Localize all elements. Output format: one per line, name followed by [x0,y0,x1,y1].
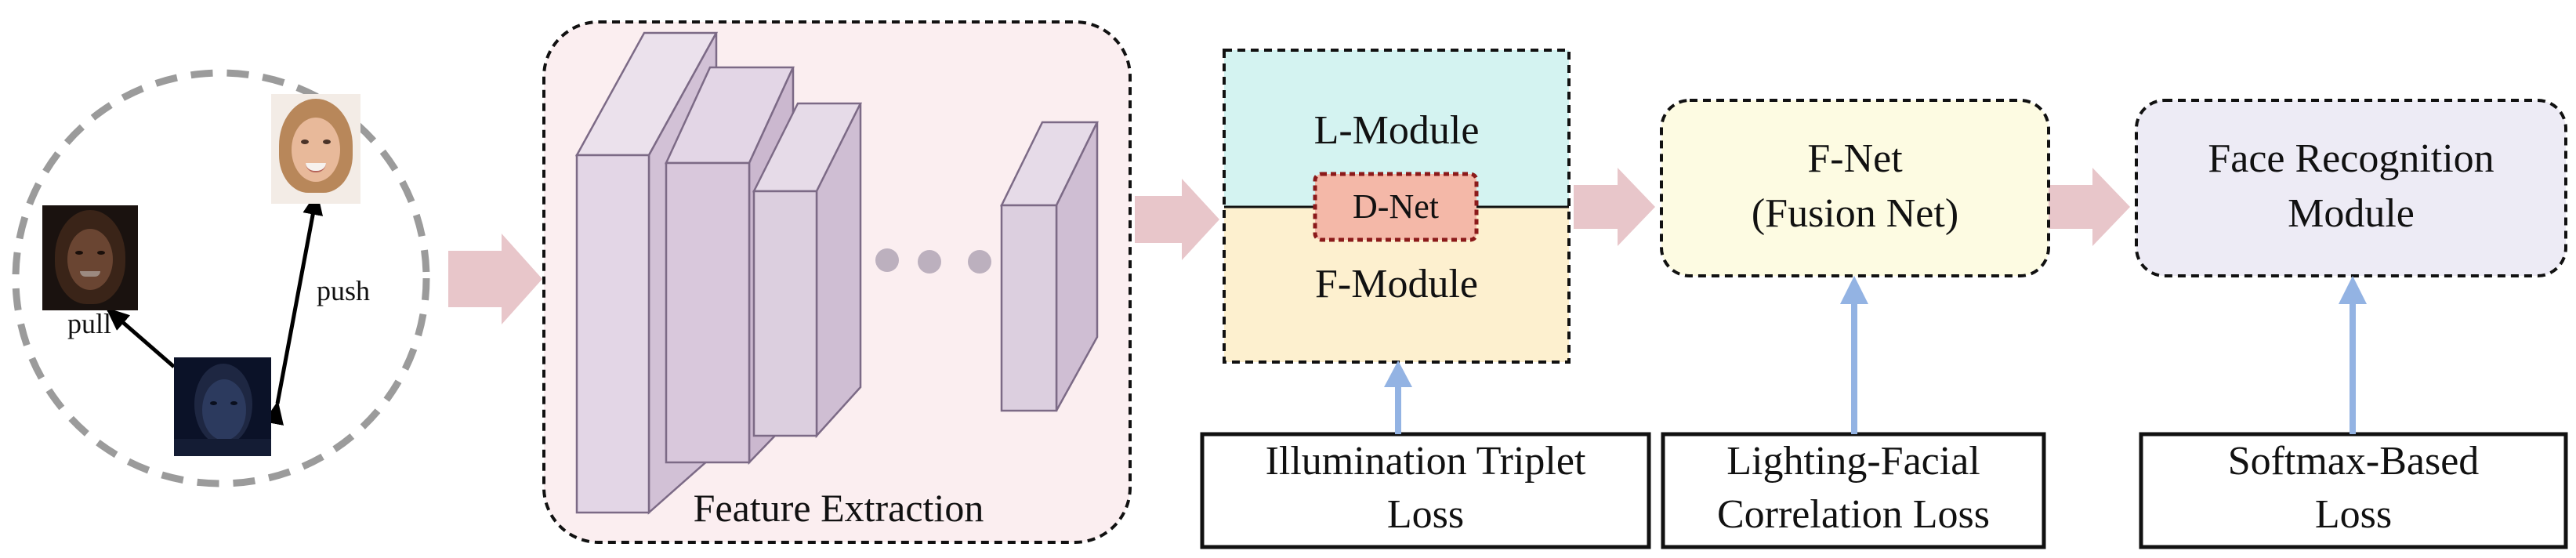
flow-arrow-3 [1574,168,1655,246]
softmax-loss-box [2139,432,2568,549]
fnet-box [1660,99,2050,277]
ellipsis-dot-3 [968,250,991,274]
face-recognition-title: Face Recognition [2208,136,2494,181]
pull-arrow [105,307,176,368]
push-label: push [316,275,370,306]
push-arrow [263,191,323,426]
loss-arrow-softmax [2339,276,2367,434]
cnn-layers [574,31,1100,515]
flow-arrows [448,168,2130,324]
fnet-subtitle: (Fusion Net) [1751,191,1959,236]
softmax-loss-line2: Loss [2314,492,2393,537]
flow-arrow-1 [448,234,542,324]
conv-layer-last [999,121,1100,412]
loss-arrow-lighting [1840,276,1868,434]
fnet-title: F-Net [1807,136,1903,181]
module-block [1223,49,1571,364]
face-image-anchor [174,357,271,456]
face-image-positive [271,94,360,204]
softmax-loss-line1: Softmax-Based [2227,439,2480,484]
face-recognition-subtitle: Module [2288,191,2415,236]
l-module-label: L-Module [1313,108,1480,153]
triplet-circle-group [12,69,430,487]
conv-layer-3 [752,102,863,439]
pull-label: pull [67,308,111,339]
illumination-loss-box [1200,432,1651,549]
f-module-label: F-Module [1315,262,1478,306]
illumination-loss-line1: Illumination Triplet [1265,439,1586,484]
ellipsis-dot-2 [918,250,941,274]
lighting-loss-box [1661,432,2046,549]
flow-arrow-2 [1135,179,1219,260]
face-image-negative [42,205,138,310]
loss-arrows [1384,276,2367,434]
face-recognition-box [2135,99,2567,277]
d-net-box [1313,172,1479,242]
feature-extraction-label: Feature Extraction [693,486,984,530]
illumination-loss-line2: Loss [1386,492,1465,537]
lighting-loss-line1: Lighting-Facial [1726,439,1980,484]
d-net-label: D-Net [1353,187,1439,226]
lighting-loss-line2: Correlation Loss [1716,492,1991,537]
flow-arrow-4 [2047,168,2130,246]
triplet-circle [12,69,430,487]
loss-arrow-illumination [1384,361,1412,434]
ellipsis-dot-1 [875,248,899,272]
